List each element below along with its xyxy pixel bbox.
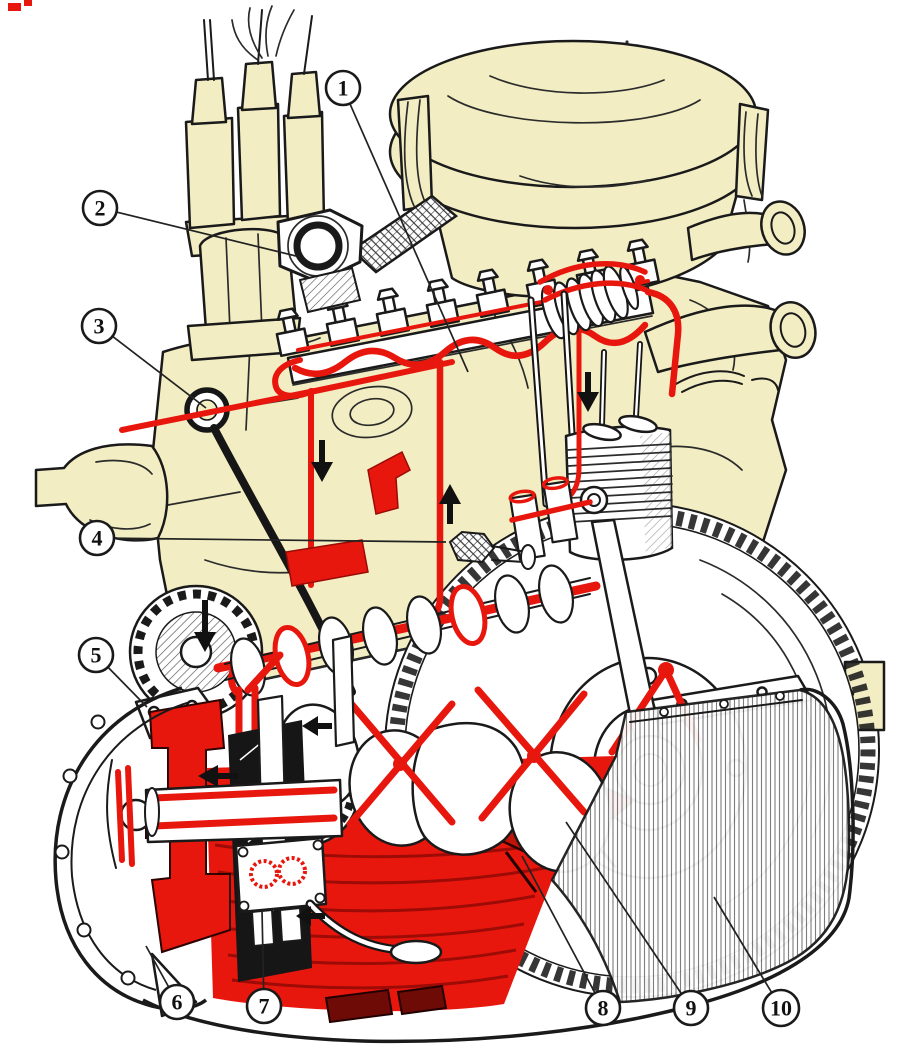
callout-number: 6	[172, 990, 183, 1015]
strap-keeper-right	[734, 102, 770, 202]
callout-5: 5	[77, 636, 148, 708]
callout-circle	[672, 989, 710, 1027]
callout-2: 2	[81, 189, 297, 257]
callout-number: 1	[338, 76, 349, 101]
callout-10: 10	[713, 896, 801, 1028]
callout-1: 1	[324, 69, 469, 373]
callout-8: 8	[521, 855, 622, 1027]
callout-number: 8	[598, 996, 609, 1021]
callout-leader-line	[349, 103, 469, 373]
oil-pressure-sender	[448, 530, 536, 570]
callout-circle	[78, 519, 116, 557]
callout-leader-line	[713, 896, 773, 994]
callout-number: 7	[259, 994, 270, 1019]
callout-circle	[761, 988, 801, 1028]
callout-number: 5	[91, 643, 102, 668]
callout-number: 3	[94, 314, 105, 339]
tappet-chamber-plate	[285, 539, 369, 587]
oil-pickup-tube	[305, 899, 443, 965]
callout-circle	[80, 307, 118, 345]
valves	[582, 341, 658, 442]
callout-3: 3	[80, 307, 207, 409]
timing-cover-cutaway	[53, 634, 443, 1018]
air-cleaner	[388, 39, 770, 299]
callout-7: 7	[245, 909, 283, 1025]
callout-circle	[81, 189, 119, 227]
callout-leader-line	[113, 537, 447, 543]
flow-arrows	[194, 372, 599, 926]
oil-pan	[142, 687, 855, 1044]
callout-number: 2	[95, 196, 106, 221]
manifold-stubs	[643, 200, 817, 393]
oil-filler-cap	[276, 208, 364, 314]
spark-plug-wires	[184, 5, 326, 258]
frayed-wire-ends	[231, 5, 295, 61]
callout-4: 4	[78, 519, 447, 557]
callout-circle	[158, 983, 196, 1021]
callout-leader-line	[116, 211, 297, 257]
callout-circle	[584, 989, 622, 1027]
callout-circle	[324, 69, 362, 107]
callout-leader-line	[107, 666, 148, 708]
callout-leader-line	[145, 945, 170, 988]
strap-keeper-left	[396, 94, 434, 212]
oil-pump	[234, 836, 328, 947]
callout-6: 6	[145, 945, 196, 1021]
callout-leader-line	[111, 335, 207, 409]
callout-layer: 1 2 3 4 5 6 7 8 9 10	[77, 69, 801, 1028]
callout-circle	[77, 636, 115, 674]
callout-leader-line	[261, 909, 265, 990]
callout-leader-line	[521, 855, 596, 994]
callout-9: 9	[565, 821, 710, 1027]
callout-leader-line	[565, 821, 683, 995]
valve-lifters	[508, 476, 593, 561]
callout-number: 9	[686, 996, 697, 1021]
callout-number: 10	[770, 996, 792, 1021]
scan-marks	[8, 0, 629, 44]
breather-hose	[349, 194, 459, 274]
callout-number: 4	[92, 526, 103, 551]
callout-circle	[245, 987, 283, 1025]
distributor	[186, 227, 302, 362]
